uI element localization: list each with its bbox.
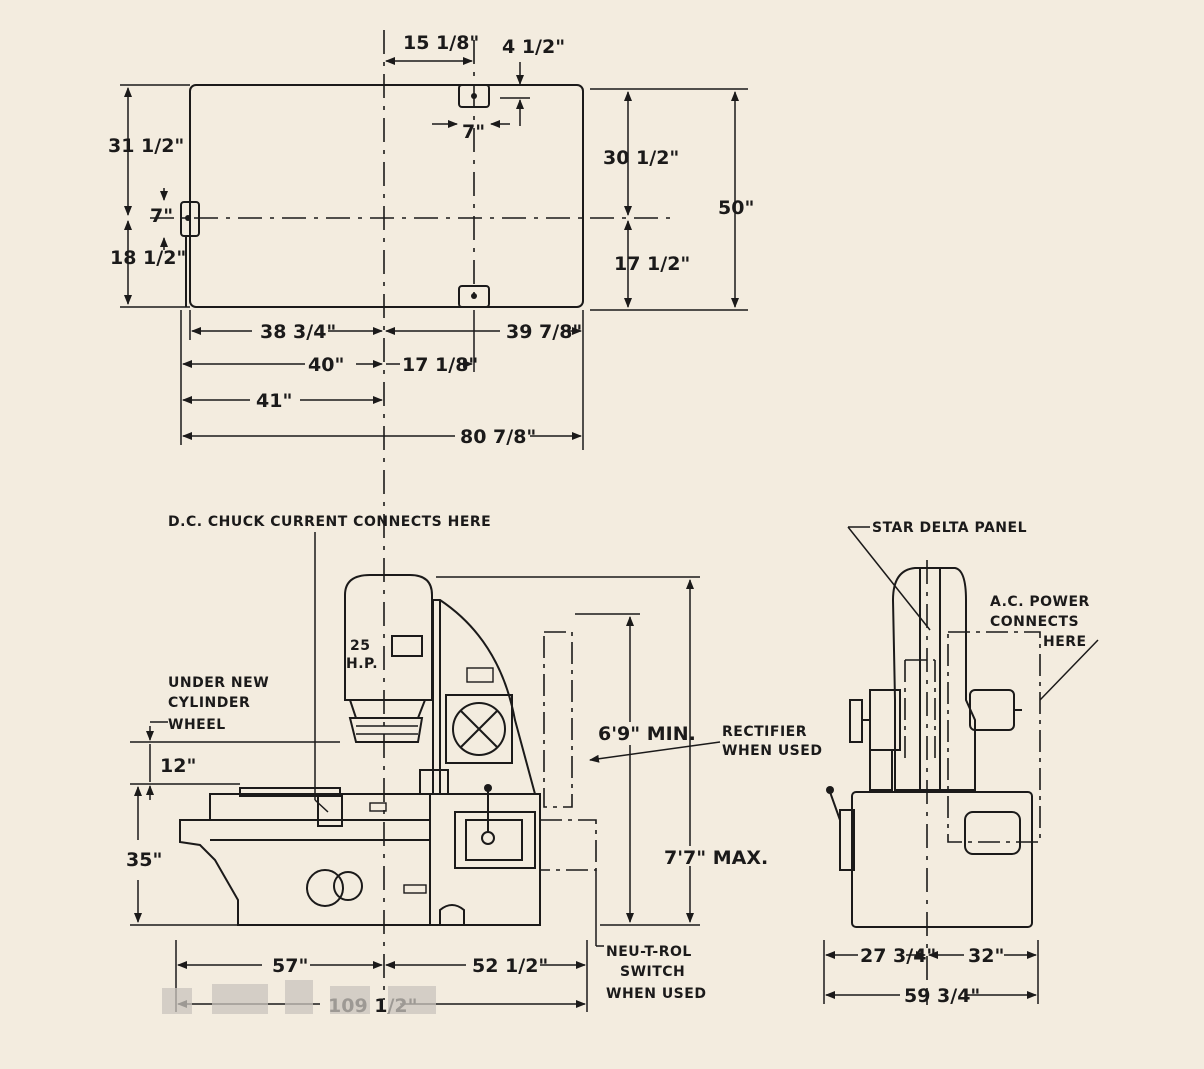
label-motor-hp-2: H.P. <box>346 656 378 672</box>
dim-7-top: 7" <box>462 121 485 143</box>
dim-57: 57" <box>272 955 308 977</box>
dim-31-1-2: 31 1/2" <box>108 135 184 157</box>
side-base <box>851 791 1033 928</box>
label-under-new-1: UNDER NEW <box>168 675 269 691</box>
dim-15-1-8: 15 1/8" <box>403 32 479 54</box>
front-view: D.C. CHUCK CURRENT CONNECTS HERE 25 H.P. <box>126 514 822 1017</box>
dim-4-1-2: 4 1/2" <box>502 36 565 58</box>
dim-12: 12" <box>160 755 196 777</box>
dim-32: 32" <box>968 945 1004 967</box>
front-motor <box>344 574 433 701</box>
dim-35: 35" <box>126 849 162 871</box>
dim-17-1-2: 17 1/2" <box>614 253 690 275</box>
label-motor-hp-1: 25 <box>350 638 370 654</box>
label-ac-power-1: A.C. POWER <box>990 594 1090 610</box>
label-neutrol-1: NEU-T-ROL <box>606 944 692 960</box>
front-column <box>432 599 537 795</box>
label-neutrol-3: WHEN USED <box>606 986 706 1002</box>
dim-39-7-8: 39 7/8" <box>506 321 582 343</box>
dim-59-3-4: 59 3/4" <box>904 985 980 1007</box>
dim-6-9-min: 6'9" MIN. <box>598 723 696 745</box>
label-rectifier-1: RECTIFIER <box>722 724 807 740</box>
plan-bottom-pad <box>458 285 490 308</box>
label-neutrol-2: SWITCH <box>620 964 685 980</box>
plan-base-outline <box>189 84 584 308</box>
dim-27-3-4: 27 3/4" <box>860 945 936 967</box>
plan-left-pad <box>180 201 200 237</box>
dim-52-1-2: 52 1/2" <box>472 955 548 977</box>
dim-50: 50" <box>718 197 754 219</box>
dim-17-1-8: 17 1/8" <box>402 354 478 376</box>
watermark <box>162 980 436 1014</box>
dim-7-7-max: 7'7" MAX. <box>664 847 768 869</box>
dim-7-left: 7" <box>150 205 173 227</box>
label-rectifier-2: WHEN USED <box>722 743 822 759</box>
dim-30-1-2: 30 1/2" <box>603 147 679 169</box>
label-under-new-2: CYLINDER <box>168 695 250 711</box>
plan-view: 15 1/8" 4 1/2" 7" 31 1/2" 18 1/2" 7" 30 … <box>108 30 754 1000</box>
label-star-delta: STAR DELTA PANEL <box>872 520 1027 536</box>
dim-80-7-8: 80 7/8" <box>460 426 536 448</box>
dim-41: 41" <box>256 390 292 412</box>
dim-18-1-2: 18 1/2" <box>110 247 186 269</box>
rectifier-cabinet <box>543 631 573 808</box>
label-ac-power-3: HERE <box>1043 634 1087 650</box>
label-ac-power-2: CONNECTS <box>990 614 1079 630</box>
dim-38-3-4: 38 3/4" <box>260 321 336 343</box>
label-under-new-3: WHEEL <box>168 717 226 733</box>
side-view: STAR DELTA PANEL A.C. POWER CONNECTS HER… <box>823 520 1099 1007</box>
label-dc-chuck: D.C. CHUCK CURRENT CONNECTS HERE <box>168 514 491 530</box>
dim-40: 40" <box>308 354 344 376</box>
